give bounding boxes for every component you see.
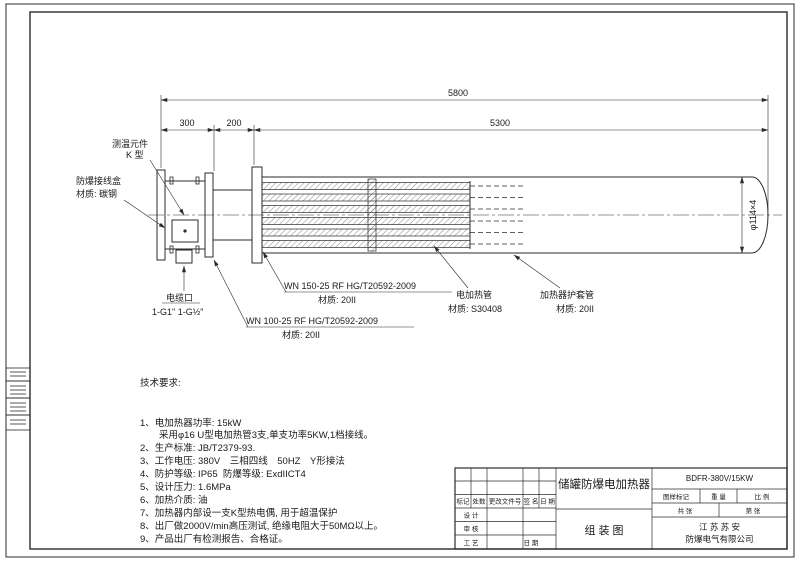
terminal-box [171, 219, 199, 243]
dimension-lines [160, 95, 769, 254]
heating-tube-label: 电加热管 [456, 289, 492, 300]
flange-wn100 [204, 172, 214, 258]
stamp-sheet-no: 第 张 [746, 506, 761, 515]
rev-count-header: 处数 [473, 497, 487, 506]
dim-300: 300 [179, 118, 194, 128]
tech-requirements-title: 技术要求: [140, 377, 181, 389]
stamp-weight-label: 重 量 [711, 493, 726, 501]
tech-requirement-line: 2、生产标准: JB/T2379-93. [140, 443, 256, 455]
drawing-type: 组 装 图 [584, 523, 623, 537]
junction-box-label: 防爆接线盒 [76, 175, 121, 186]
support-baffle [367, 178, 377, 252]
company-name-1: 江 苏 苏 安 [699, 522, 740, 532]
tech-requirement-line: 3、工作电压: 380V 三相四线 50HZ Y形接法 [140, 456, 345, 468]
tech-requirement-line: 1、电加热器功率: 15kW [140, 417, 242, 429]
dim-5300: 5300 [490, 118, 510, 128]
temp-element-type: K 型 [126, 150, 144, 160]
tech-requirement-line: 7、加热器内部设一支K型热电偶, 用于超温保护 [140, 507, 338, 519]
heating-elements [261, 178, 526, 252]
dim-diameter: φ114×4 [748, 200, 758, 230]
rev-date-header: 日 期 [540, 498, 555, 506]
junction-box-material: 材质: 碳钢 [76, 188, 117, 199]
title-block-small-text: 标记 处数 更改文件号 签 名 日 期 设 计 审 核 工 艺 日 期 图样标记… [457, 492, 770, 547]
sheath-tube-label: 加热器护套管 [540, 289, 594, 300]
cable-port-spec: 1-G1" 1-G½" [152, 307, 203, 317]
tech-requirement-line: 8、出厂做2000V/min高压测试, 绝缘电阻大于50MΩ以上。 [140, 520, 384, 532]
dim-total: 5800 [448, 88, 468, 98]
binding-strip-marks [10, 371, 26, 425]
flange150-material: 材质: 20II [318, 294, 356, 305]
company-name-2: 防爆电气有限公司 [685, 534, 753, 544]
tech-requirement-line: 4、防护等级: IP65 防爆等级: ExdIICT4 [140, 469, 306, 481]
role-date: 日 期 [524, 539, 539, 547]
tech-requirement-line: 9、产品出厂有检测报告、合格证。 [140, 533, 288, 545]
flange100-label: WN 100-25 RF HG/T20592-2009 [246, 316, 378, 326]
role-design: 设 计 [464, 511, 479, 520]
tech-requirement-line: 5、设计压力: 1.6MPa [140, 482, 231, 494]
role-process: 工 艺 [464, 539, 479, 547]
tech-requirement-line: 采用φ16 U型电加热管3支,单支功率5KW,1档接线。 [140, 430, 374, 442]
flange-wn150 [251, 166, 263, 264]
hidden-element-lines [470, 185, 526, 245]
sheath-tube-material: 材质: 20II [556, 303, 594, 314]
product-name: 储罐防爆电加热器 [558, 477, 650, 491]
rev-mark-header: 标记 [457, 497, 471, 506]
callout-leaders [123, 159, 561, 328]
terminal-stud [183, 229, 187, 233]
tube-dome-cap [751, 176, 769, 254]
junction-box-end-plate [156, 169, 166, 261]
title-block: 标记 处数 更改文件号 签 名 日 期 设 计 审 核 工 艺 日 期 图样标记… [454, 467, 788, 550]
dim-200: 200 [226, 118, 241, 128]
rev-docno-header: 更改文件号 [489, 497, 522, 506]
callout-texts: 测温元件 K 型 防爆接线盒 材质: 碳钢 电缆口 1-G1" 1-G½" WN… [76, 138, 594, 340]
binding-strip [5, 367, 31, 431]
flange-bolts [169, 176, 200, 254]
heater-assembly [156, 166, 769, 264]
temp-element-label: 测温元件 [112, 138, 148, 149]
technical-requirements: 技术要求: 1、电加热器功率: 15kW 采用φ16 U型电加热管3支,单支功率… [140, 352, 472, 560]
stamp-mark-label: 图样标记 [663, 492, 690, 501]
role-check: 审 核 [464, 524, 479, 533]
heating-tube-material: 材质: S30408 [448, 303, 502, 314]
title-block-grid [454, 467, 788, 550]
rev-sign-header: 签 名 [524, 497, 539, 506]
stamp-scale-label: 比 例 [755, 492, 770, 501]
flange100-material: 材质: 20II [282, 329, 320, 340]
flange150-label: WN 150-25 RF HG/T20592-2009 [284, 281, 416, 291]
model-number: BDFR-380V/15KW [686, 474, 754, 483]
stamp-sheets: 共 张 [678, 506, 693, 515]
tech-requirements-list: 1、电加热器功率: 15kW 采用φ16 U型电加热管3支,单支功率5KW,1档… [140, 418, 472, 547]
sheet-frame [5, 3, 795, 558]
dimension-text: 5800 300 200 5300 φ114×4 [179, 88, 758, 230]
cable-port-label: 电缆口 [166, 292, 193, 303]
cable-entry [175, 249, 193, 264]
tech-requirement-line: 6、加热介质: 油 [140, 494, 208, 506]
